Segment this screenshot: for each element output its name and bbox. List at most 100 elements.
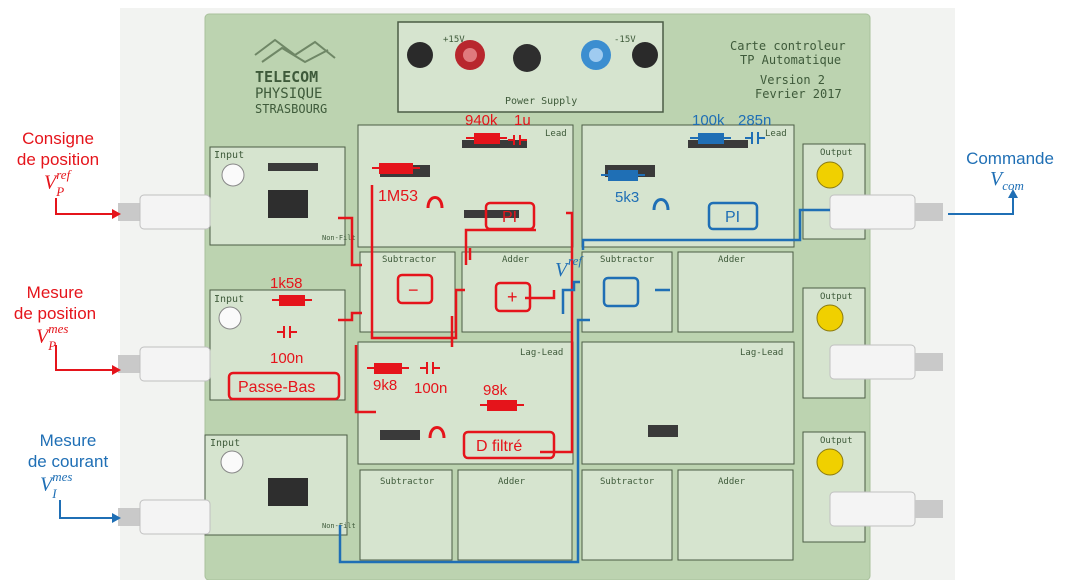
pi-red-label: PI [502,209,517,226]
bnc-2-tip-icon [118,355,140,373]
subtractor-module-3: Subtractor [360,470,452,560]
blue-terminal-center-icon [589,48,603,62]
lead-module-left: Lead [358,125,573,247]
power-supply-label: Power Supply [505,96,577,107]
output-module-3-label: Output [820,436,853,446]
adder-2-label: Adder [718,255,746,265]
input-jack-1-icon [222,164,244,186]
vref-sup-label: ref [568,253,584,268]
resistor-98k-icon [487,400,517,411]
logo-line2: PHYSIQUE [255,86,322,102]
capacitor-right-icon [632,42,658,68]
adder-module-2: Adder [678,252,793,332]
bnc-out-3-body-icon [830,492,915,526]
bnc-2-body-icon [140,347,210,381]
label-940k: 940k [465,112,498,129]
resistor-100k-icon [698,133,724,144]
consigne-arrow [56,198,112,214]
mesure-position-arrow [56,345,112,370]
minus15-label: -15V [614,35,636,45]
black-terminal-icon [513,44,541,72]
lead-module-right-label: Lead [765,129,787,139]
lead-module-right: Lead [582,125,794,247]
input-module-1: Input Non-Filt [210,147,356,245]
d-filtre-label: D filtré [476,438,522,455]
plus-label: + [507,287,518,307]
pi-blue-label: PI [725,209,740,226]
lag-lead-left-label: Lag-Lead [520,348,563,358]
input-module-3-label: Input [210,438,240,449]
bnc-out-2-body-icon [830,345,915,379]
lag-lead-module-right: Lag-Lead [582,342,794,464]
resistor-9k8-icon [374,363,402,374]
adder-4-label: Adder [718,477,746,487]
commande-arrow [948,198,1013,214]
label-100n-filter: 100n [270,350,303,367]
passe-bas-label: Passe-Bas [238,379,315,396]
plus15-label: +15V [443,35,465,45]
label-100k: 100k [692,112,725,129]
output-module-1-label: Output [820,148,853,158]
input-chip-3-icon [268,478,308,506]
bnc-out-2-tip-icon [915,353,943,371]
label-9k8: 9k8 [373,377,397,394]
logo-line1: TELECOM [255,68,318,86]
output-module-2-frame [803,288,865,398]
power-supply-block: +15V -15V Power Supply [398,22,663,112]
label-1m53: 1M53 [378,188,418,205]
board-title-line2: TP Automatique [740,53,841,67]
lag-lead-right-label: Lag-Lead [740,348,783,358]
input-module-3: Input Non-Filt [205,435,356,535]
subtractor-2-label: Subtractor [600,255,655,265]
label-5k3: 5k3 [615,189,639,206]
resistor-1k58-icon [279,295,305,306]
subtractor-4-label: Subtractor [600,477,655,487]
mesure-courant-arrow [60,500,112,518]
lag-lead-module-left: Lag-Lead [358,342,573,464]
bnc-3-body-icon [140,500,210,534]
label-1u: 1u [514,112,531,129]
commande-arrowhead-icon [1008,189,1018,198]
subtractor-3-label: Subtractor [380,477,435,487]
subtractor-module-4: Subtractor [582,470,672,560]
input-jack-3-icon [221,451,243,473]
input-header-1-icon [268,163,318,171]
adder-module-3: Adder [458,470,572,560]
label-100n-d: 100n [414,380,447,397]
board-title-line4: Fevrier 2017 [755,87,842,101]
board-title-line1: Carte controleur [730,39,846,53]
output-module-2-label: Output [820,292,853,302]
adder-1-label: Adder [502,255,530,265]
adder-3-label: Adder [498,477,526,487]
output-jack-1-icon [817,162,843,188]
minus-label: − [408,280,419,300]
output-jack-3-icon [817,449,843,475]
bnc-1-body-icon [140,195,210,229]
lag-lead-right-frame [582,342,794,464]
resistor-1m53-icon [379,163,413,174]
logo-line3: STRASBOURG [255,102,327,116]
output-module-2: Output [803,288,865,398]
input-chip-1-icon [268,190,308,218]
subtractor-1-label: Subtractor [382,255,437,265]
label-98k: 98k [483,382,508,399]
lag-lead-left-chip-icon [380,430,420,440]
input-jack-2-icon [219,307,241,329]
lag-lead-right-chip-icon [648,425,678,437]
resistor-5k3-icon [608,170,638,181]
bnc-3-tip-icon [118,508,140,526]
label-1k58: 1k58 [270,275,303,292]
bnc-out-1-body-icon [830,195,915,229]
red-terminal-center-icon [463,48,477,62]
bnc-out-3-tip-icon [915,500,943,518]
subtractor-module-2: Subtractor [582,252,672,332]
bnc-1-tip-icon [118,203,140,221]
bnc-out-1-tip-icon [915,203,943,221]
label-285n: 285n [738,112,771,129]
lag-lead-left-frame [358,342,573,464]
input-module-1-label: Input [214,150,244,161]
adder-module-4: Adder [678,470,793,560]
lead-module-left-label: Lead [545,129,567,139]
input-module-2-label: Input [214,294,244,305]
